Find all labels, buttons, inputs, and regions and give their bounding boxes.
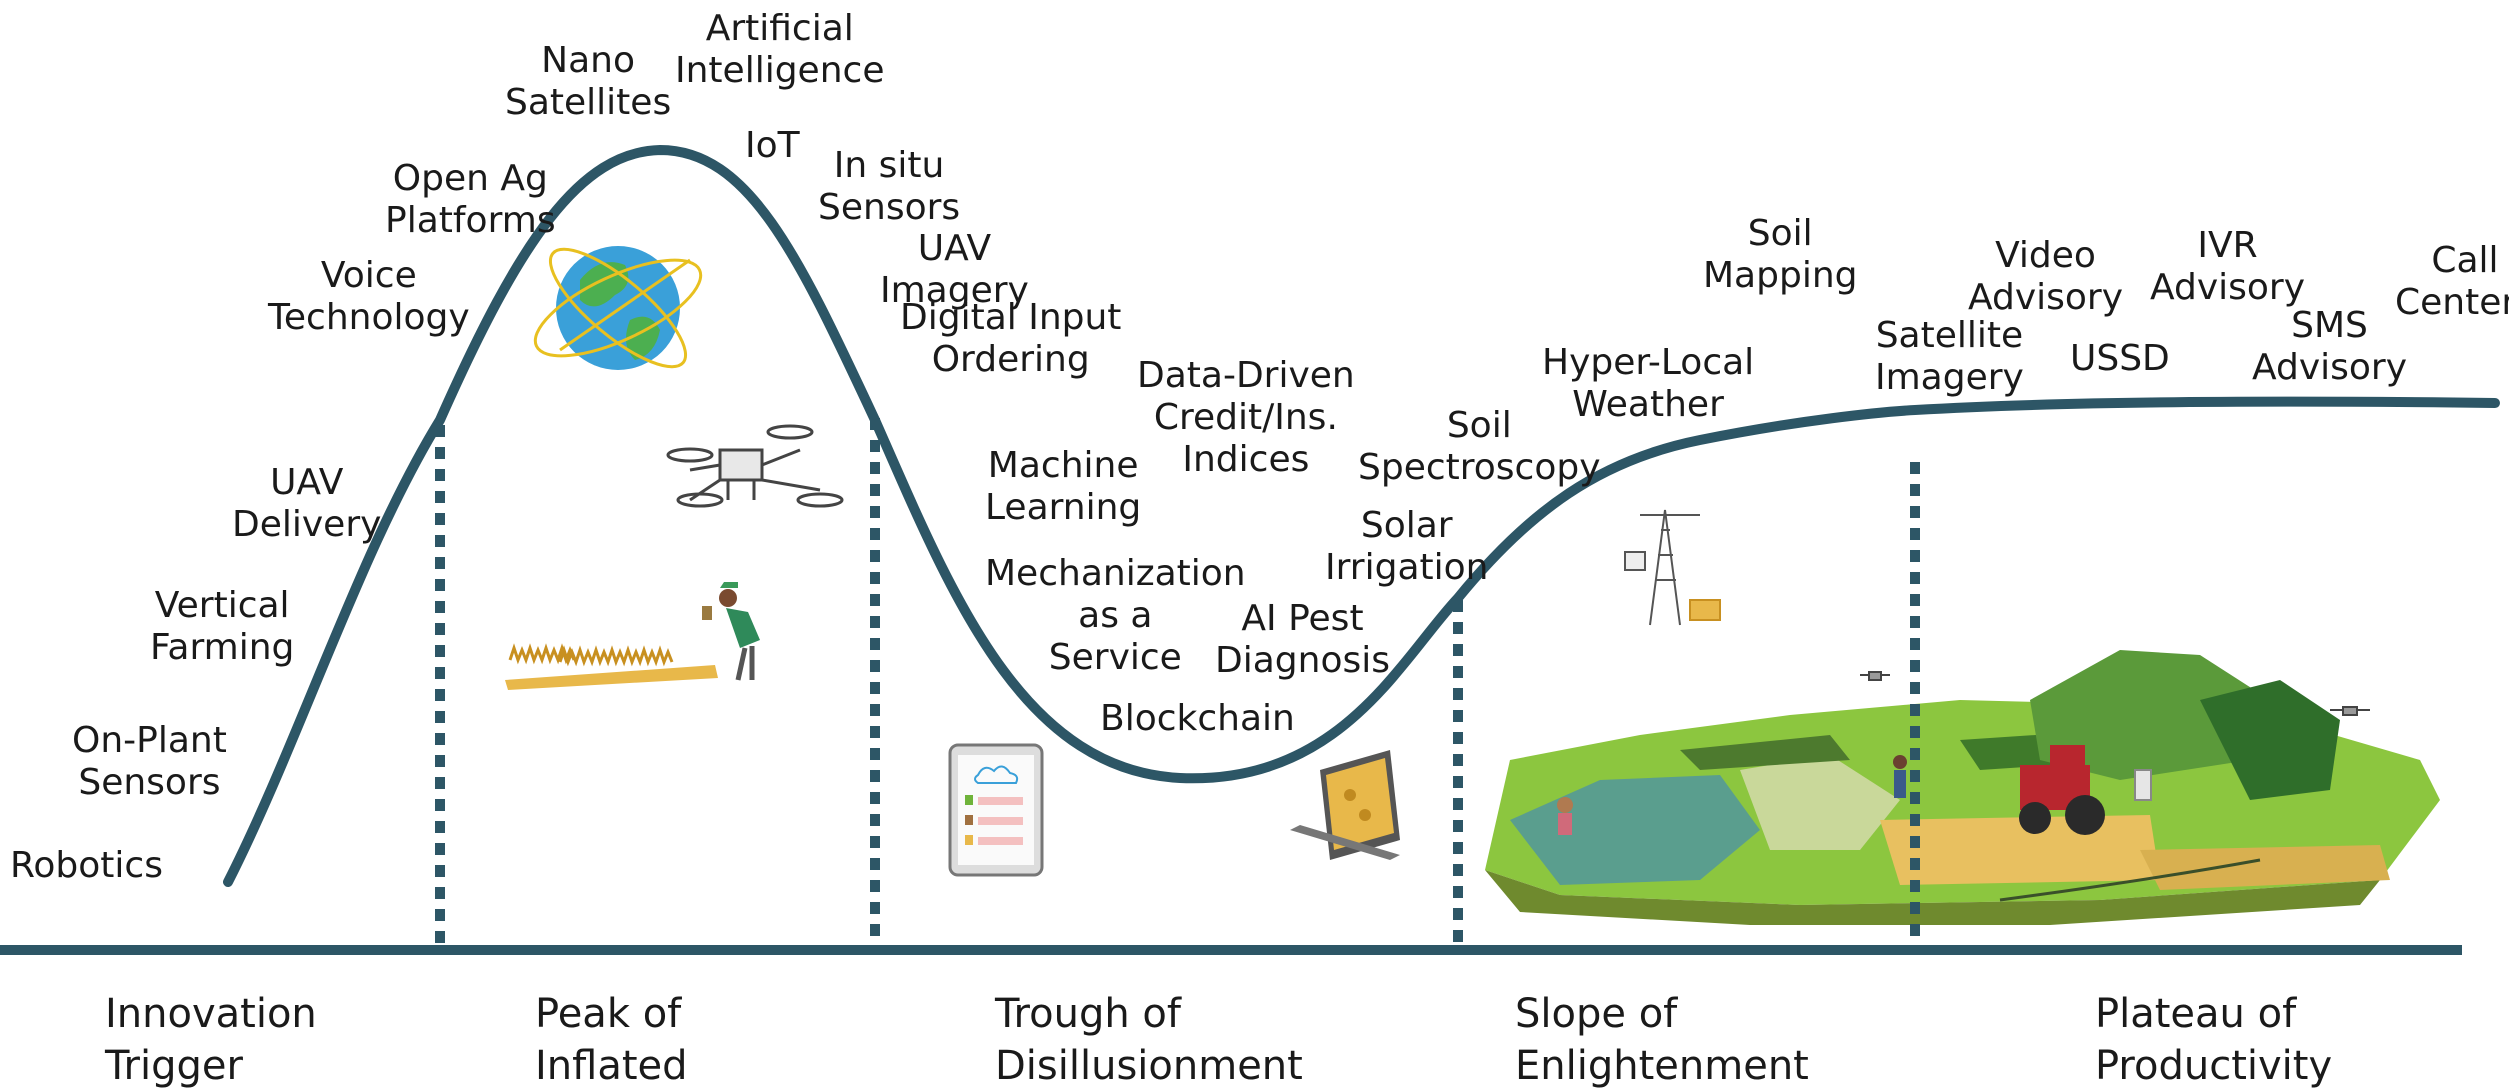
tablet-icon bbox=[948, 743, 1044, 877]
weather-station-icon bbox=[1624, 509, 1721, 626]
label-iot: IoT bbox=[745, 125, 800, 166]
earth-satellite-icon bbox=[533, 246, 703, 370]
label-ussd: USSD bbox=[2070, 338, 2170, 379]
farm-landscape-icon bbox=[1485, 650, 2440, 925]
label-call-centers: CallCenters bbox=[2395, 240, 2509, 323]
hype-curve bbox=[223, 144, 2500, 887]
label-robotics: Robotics bbox=[10, 845, 163, 886]
drone-icon bbox=[666, 424, 844, 508]
phase-dividers bbox=[435, 418, 1920, 945]
laptop-icon bbox=[1290, 750, 1400, 860]
label-blockchain: Blockchain bbox=[1100, 698, 1295, 739]
farmer-icon bbox=[505, 582, 760, 690]
